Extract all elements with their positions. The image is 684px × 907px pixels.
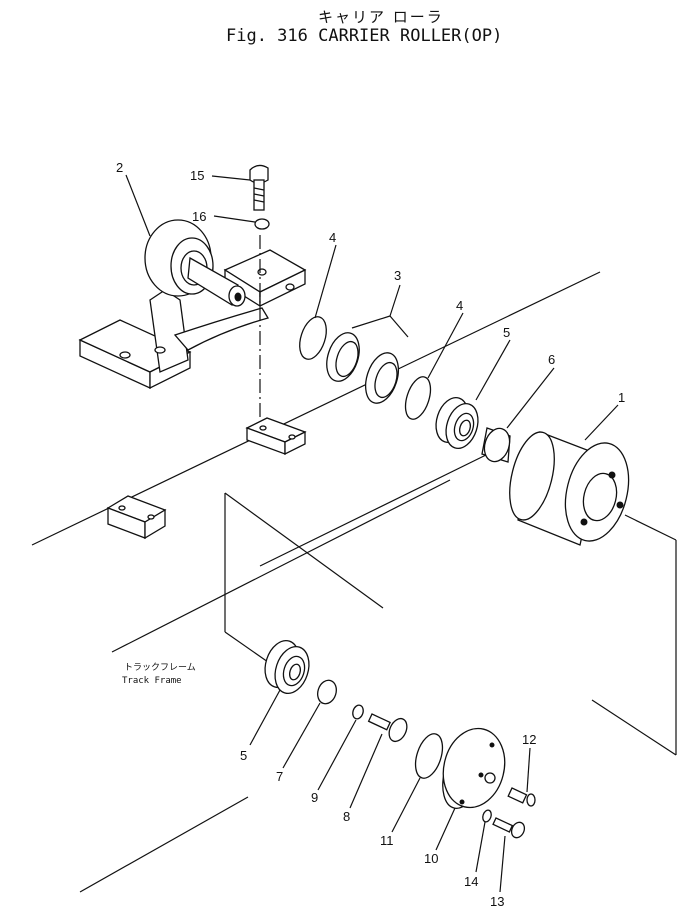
washer-14 [482, 809, 492, 823]
callout-5-lower: 5 [240, 748, 247, 763]
callout-12: 12 [522, 732, 536, 747]
bearing-5-upper [435, 396, 479, 450]
callout-7: 7 [276, 769, 283, 784]
callout-6: 6 [548, 352, 555, 367]
bolt-13 [492, 817, 526, 839]
o-ring-4-upper [299, 316, 327, 360]
callout-4-upper: 4 [329, 230, 336, 245]
plug-12 [507, 787, 536, 807]
bolt-8 [367, 713, 408, 743]
o-ring-11 [414, 733, 444, 779]
washer-9 [352, 704, 364, 720]
o-ring-4-lower [404, 376, 432, 420]
mounting-block-upper [245, 417, 307, 456]
seal-set-3 [326, 332, 400, 404]
leader-lines [125, 174, 619, 893]
spacer-7 [317, 679, 337, 705]
track-frame-label-english: Track Frame [122, 676, 182, 686]
callout-13: 13 [490, 894, 504, 907]
callout-11: 11 [380, 833, 394, 848]
callout-10: 10 [424, 851, 438, 866]
mounting-block-lower [106, 495, 167, 540]
track-frame-label-japanese: トラックフレーム [124, 662, 196, 673]
callout-15: 15 [190, 168, 204, 183]
cover-10 [442, 727, 506, 809]
callout-1: 1 [618, 390, 625, 405]
callout-8: 8 [343, 809, 350, 824]
callout-9: 9 [311, 790, 318, 805]
roller-1 [509, 431, 630, 546]
bolt-15 [249, 164, 269, 211]
callout-14: 14 [464, 874, 478, 889]
bearing-5-lower [264, 639, 310, 695]
callout-4-lower: 4 [456, 298, 463, 313]
callout-2: 2 [116, 160, 123, 175]
title-japanese: キャリア ローラ [318, 8, 444, 26]
callout-5-upper: 5 [503, 325, 510, 340]
washer-16 [254, 218, 270, 230]
title-english: Fig. 316 CARRIER ROLLER(OP) [226, 26, 503, 46]
track-frame-outline [31, 271, 677, 893]
callout-3: 3 [394, 268, 401, 283]
sleeve-6 [481, 427, 511, 463]
bracket-assembly [78, 219, 307, 390]
callout-16: 16 [192, 209, 206, 224]
